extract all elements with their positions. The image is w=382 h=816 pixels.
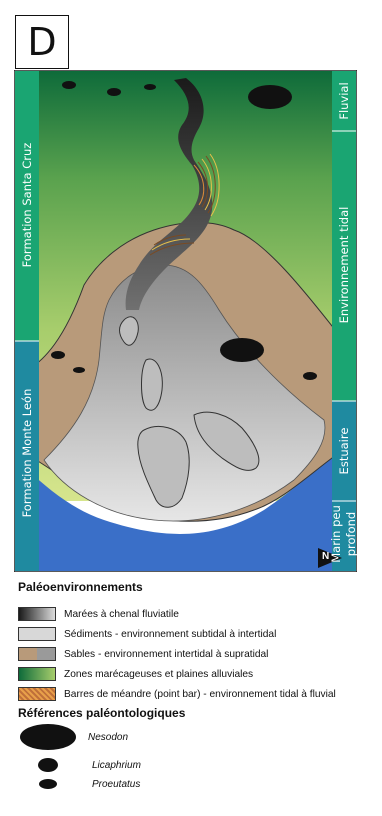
legend-title: Paléoenvironnements	[18, 580, 143, 594]
nesodon-icon	[18, 723, 78, 751]
legend-item: Sables - environnement intertidal à supr…	[18, 646, 268, 662]
licaphrium-silhouette-2	[107, 88, 121, 96]
fauna-title: Références paléontologiques	[18, 706, 185, 720]
label-marine-2: profond	[344, 504, 358, 564]
fauna-label: Proeutatus	[92, 779, 140, 790]
fauna-item-licaphrium: Licaphrium	[36, 756, 141, 774]
legend-label: Zones marécageuses et plaines alluviales	[64, 669, 253, 680]
legend-item: Sédiments - environnement subtidal à int…	[18, 626, 276, 642]
north-label: N	[322, 551, 329, 562]
fauna-item-proeutatus: Proeutatus	[38, 778, 140, 790]
legend-label: Barres de méandre (point bar) - environn…	[64, 689, 336, 700]
proeutatus-silhouette-2	[73, 367, 85, 373]
label-monte-leon: Formation Monte León	[20, 380, 34, 526]
label-estuary: Estuaire	[337, 419, 351, 483]
licaphrium-silhouette-4	[303, 372, 317, 380]
diagram-svg	[14, 70, 357, 572]
legend-swatch-point-bar	[18, 687, 56, 701]
legend-swatch-sediments	[18, 627, 56, 641]
legend-label: Marées à chenal fluviatile	[64, 609, 179, 620]
proeutatus-silhouette	[144, 84, 156, 90]
legend-swatch-swamps	[18, 667, 56, 681]
legend-label: Sédiments - environnement subtidal à int…	[64, 629, 276, 640]
legend-item: Barres de méandre (point bar) - environn…	[18, 686, 336, 702]
legend-swatch-channel	[18, 607, 56, 621]
licaphrium-silhouette-3	[51, 351, 65, 359]
label-marine-1: Marin peu	[329, 504, 343, 564]
licaphrium-icon	[36, 756, 60, 774]
label-santa-cruz: Formation Santa Cruz	[20, 132, 34, 278]
legend-label: Sables - environnement intertidal à supr…	[64, 649, 268, 660]
panel-letter-text: D	[27, 20, 56, 64]
legend-item: Zones marécageuses et plaines alluviales	[18, 666, 253, 682]
legend-item: Marées à chenal fluviatile	[18, 606, 179, 622]
proeutatus-icon	[38, 778, 58, 790]
fauna-item-nesodon: Nesodon	[18, 723, 128, 751]
licaphrium-silhouette	[62, 81, 76, 89]
fauna-label: Nesodon	[88, 732, 128, 743]
nesodon-silhouette-2	[220, 338, 264, 362]
fauna-label: Licaphrium	[92, 760, 141, 771]
label-tidal: Environnement tidal	[337, 200, 351, 330]
paleoenvironment-diagram: Formation Santa Cruz Formation Monte Leó…	[14, 70, 357, 572]
nesodon-silhouette	[248, 85, 292, 109]
panel-letter: D	[15, 15, 69, 69]
label-fluvial: Fluvial	[337, 74, 351, 128]
legend-swatch-sands	[18, 647, 56, 661]
